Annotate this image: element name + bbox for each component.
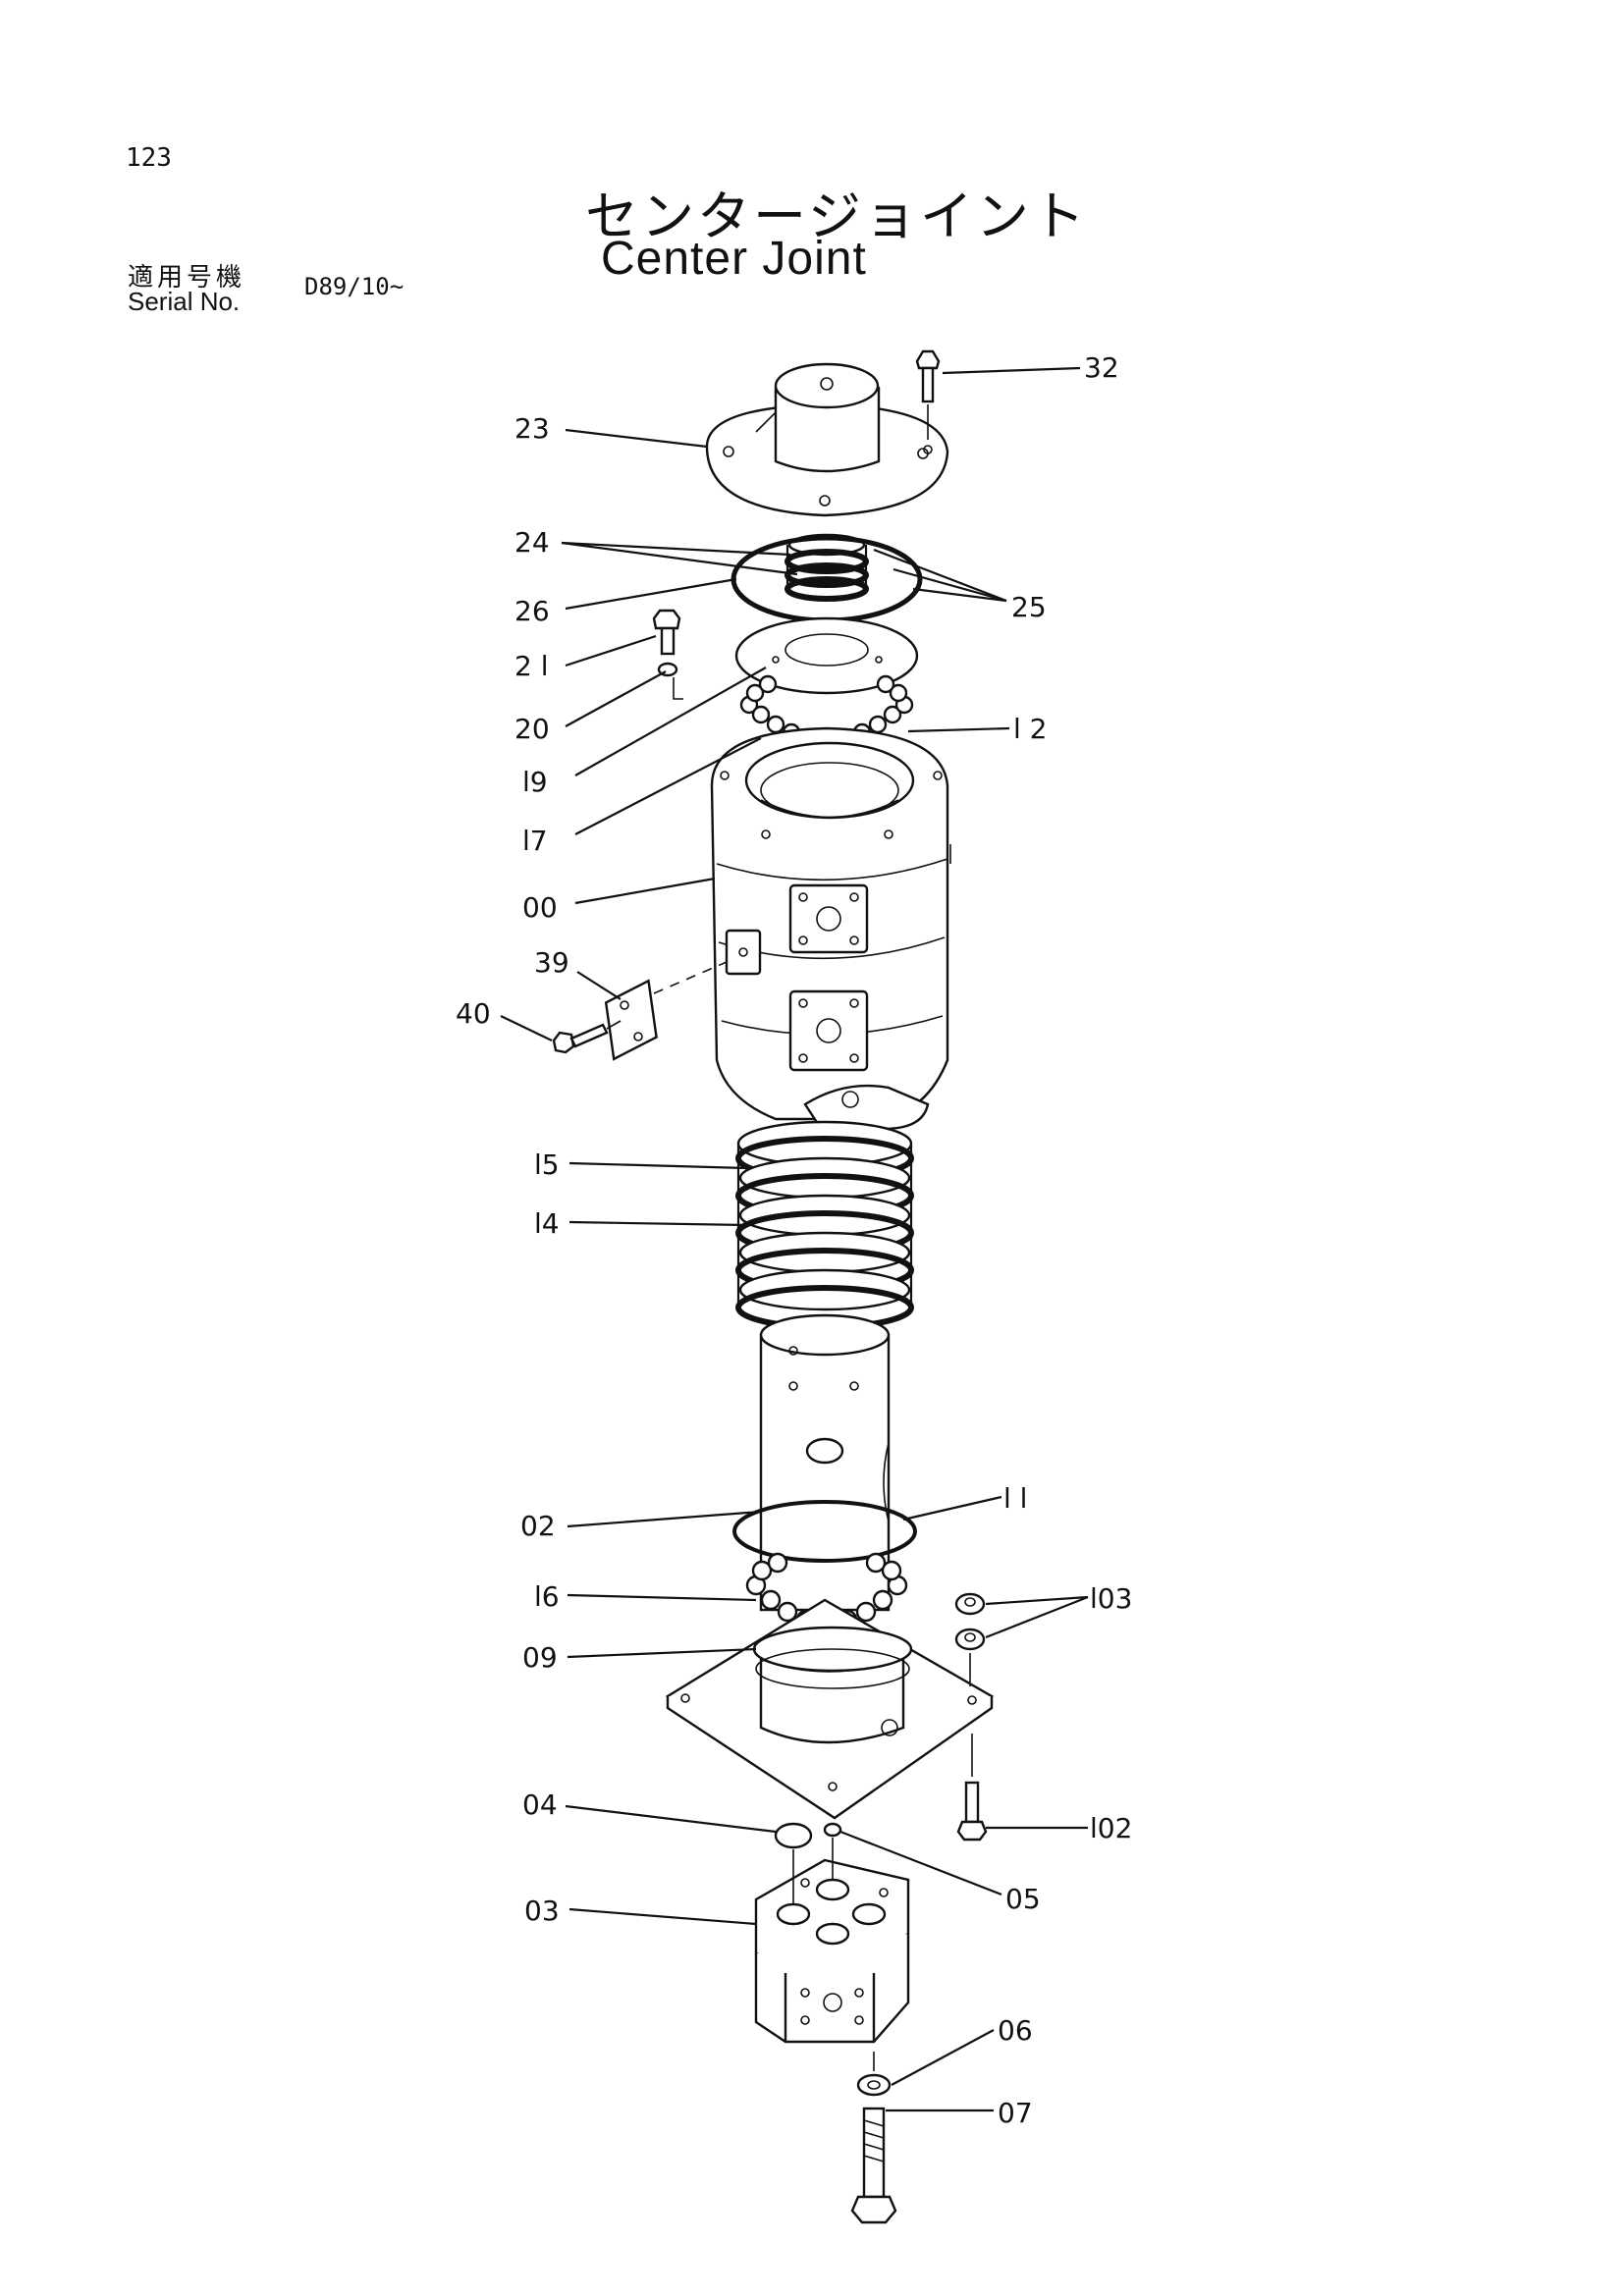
page-number: 123	[126, 143, 172, 173]
callout-00: 00	[522, 891, 558, 924]
callout-06: 06	[998, 2014, 1033, 2047]
callout-103: l03	[1090, 1582, 1132, 1615]
part-102-bolt	[956, 1734, 988, 1842]
part-23-cover	[705, 362, 949, 517]
callout-14: l4	[534, 1207, 560, 1240]
callout-12: l 2	[1013, 713, 1048, 745]
callout-03: 03	[524, 1895, 560, 1927]
callout-04: 04	[522, 1789, 558, 1821]
callout-16: l6	[534, 1580, 560, 1613]
callout-25: 25	[1011, 591, 1047, 623]
callout-40: 40	[456, 997, 491, 1030]
callout-11: l l	[1003, 1482, 1027, 1515]
callout-24: 24	[514, 526, 550, 559]
callout-07: 07	[998, 2097, 1033, 2129]
title-japanese: センタージョイント	[585, 186, 1088, 247]
serial-number-value: D89/10~	[304, 273, 405, 300]
serial-label-english: Serial No.	[128, 287, 241, 316]
title-english: Center Joint	[601, 233, 867, 285]
callout-17: l7	[522, 825, 548, 857]
part-09-base-flange	[665, 1598, 995, 1820]
part-07-long-bolt	[850, 2107, 897, 2224]
part-00-body	[710, 726, 951, 1131]
callout-02: 02	[520, 1510, 556, 1542]
part-21-bolt	[652, 609, 683, 700]
callout-labels: 32 23 24 25 26 2 l 20 l9 l 2 l7 00 39 40…	[456, 351, 1132, 2129]
part-40-screw	[552, 1020, 622, 1054]
part-39-cover-plate	[604, 961, 728, 1061]
callout-102: l02	[1090, 1812, 1132, 1844]
callout-21: 2 l	[514, 650, 549, 682]
callout-15: l5	[534, 1148, 560, 1181]
part-03-manifold-block	[754, 1838, 910, 2044]
part-15-14-seal-stack	[735, 1120, 914, 1330]
part-20-plate	[734, 616, 919, 695]
part-06-washer	[856, 2052, 892, 2097]
part-32-bolt	[915, 349, 941, 454]
callout-05: 05	[1005, 1883, 1041, 1915]
callout-23: 23	[514, 412, 550, 445]
part-05-o-ring	[823, 1822, 842, 1838]
callout-39: 39	[534, 946, 569, 979]
callout-19: l9	[522, 766, 548, 798]
callout-26: 26	[514, 595, 550, 627]
part-11-ring	[732, 1500, 917, 1563]
part-04-seal	[774, 1822, 813, 1849]
serial-label-japanese: 適用号機	[128, 263, 246, 293]
leader-lines	[500, 366, 1089, 2112]
callout-32: 32	[1084, 351, 1119, 384]
part-103-nuts	[954, 1592, 986, 1686]
callout-09: 09	[522, 1641, 558, 1674]
callout-20: 20	[514, 713, 550, 745]
part-24-rings	[784, 533, 869, 602]
